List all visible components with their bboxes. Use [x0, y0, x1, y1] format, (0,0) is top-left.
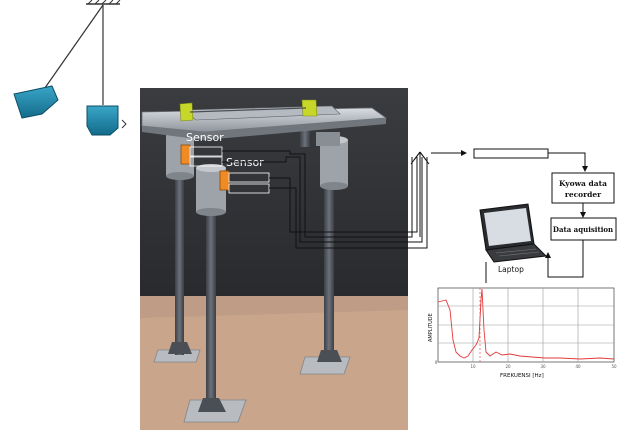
column [175, 170, 184, 355]
svg-text:30: 30 [540, 364, 546, 369]
sensor-cables [222, 150, 428, 249]
svg-text:20: 20 [505, 364, 511, 369]
laptop-label: Laptop [498, 265, 524, 274]
svg-text:0: 0 [435, 360, 438, 365]
svg-text:40: 40 [575, 364, 581, 369]
pendulum-head-rest [86, 105, 119, 136]
yellow-clamp [179, 102, 194, 122]
pendulum-arm-swung [39, 4, 104, 96]
laptop-icon [479, 203, 548, 263]
sensor [219, 170, 230, 191]
column [324, 180, 334, 362]
ceiling-hatch-icon [86, 0, 121, 5]
recorder-label-line2: recorder [565, 190, 602, 199]
svg-text:50: 50 [611, 364, 617, 369]
signal-chain: Kyowa data recorder Data aquisition [431, 148, 617, 278]
column [206, 200, 216, 410]
receiver-bar [473, 148, 549, 159]
impact-arrow-icon [121, 119, 127, 129]
antenna-icon [410, 151, 430, 237]
recorder-label-line1: Kyowa data [559, 179, 607, 188]
plot-x-label: FREKUENSI [Hz] [500, 373, 544, 379]
spectrum-curve [437, 288, 615, 360]
acquisition-label: Data aquisition [553, 225, 613, 234]
structure-render: Sensor Sensor [140, 88, 408, 430]
sensor [180, 144, 191, 165]
pendulum-hammer [13, 0, 127, 136]
yellow-clamp [301, 99, 318, 117]
kyowa-recorder-box [551, 172, 615, 204]
svg-text:10: 10 [470, 364, 476, 369]
sensor-label-text: Sensor [186, 131, 224, 144]
plot-y-label: AMPLITUDE [428, 313, 434, 342]
pendulum-head-swung [13, 85, 59, 119]
spectrum-plot: 0 10 20 30 40 50 AMPLITUDE FREKUENSI [Hz… [427, 283, 617, 381]
